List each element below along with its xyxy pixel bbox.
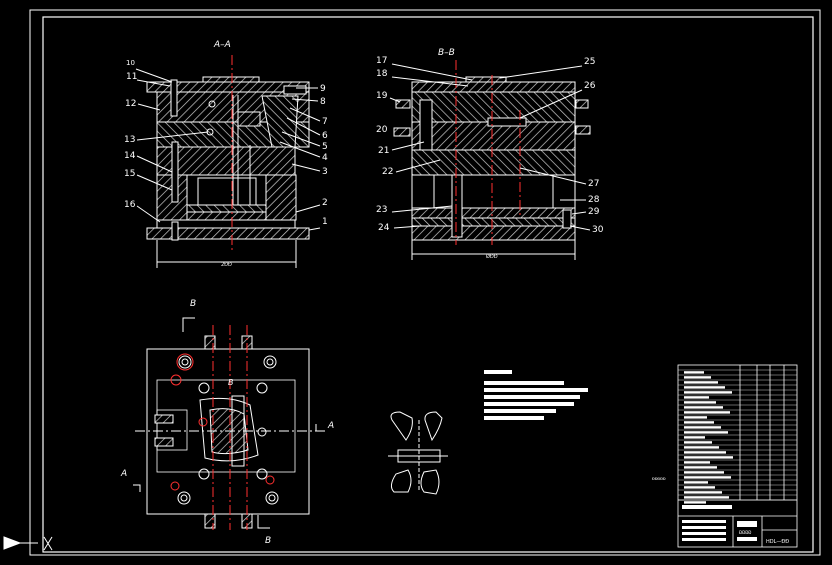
parts-list-entry xyxy=(684,386,725,389)
callout-30: 30 xyxy=(592,225,604,235)
callout-3: 3 xyxy=(322,167,328,177)
parts-list-entry xyxy=(684,446,719,449)
callout-9: 9 xyxy=(320,84,326,94)
callout-19: 19 xyxy=(376,91,388,101)
parts-list-entry xyxy=(684,491,722,494)
callout-27: 27 xyxy=(588,179,599,189)
callout-2: 2 xyxy=(322,198,328,208)
parts-list-entry xyxy=(684,441,712,444)
section-mark-a-right: A xyxy=(327,421,334,431)
parts-list-rows xyxy=(678,369,797,504)
callout-14: 14 xyxy=(124,151,136,161)
parts-list-entry xyxy=(684,456,733,459)
parts-list-entry xyxy=(684,431,728,434)
parts-list-entry xyxy=(684,421,714,424)
dimension-b: ØÐÐ xyxy=(486,253,498,260)
parts-list-entry xyxy=(684,436,705,439)
section-a-a: A–A xyxy=(146,40,310,268)
title-block-label: ÐÐÐÐ xyxy=(739,530,751,535)
parts-list-entry xyxy=(684,406,723,409)
parts-list-entry xyxy=(684,461,710,464)
callout-1: 1 xyxy=(322,217,328,227)
part-sketch xyxy=(388,411,448,495)
parts-list-entry xyxy=(684,481,708,484)
parts-list-entry xyxy=(684,466,717,469)
callout-20: 20 xyxy=(376,125,388,135)
callout-8: 8 xyxy=(320,97,326,107)
callouts-a: 10 11 12 13 14 15 16 9 8 7 6 5 4 3 2 1 xyxy=(124,59,328,231)
title-block-fills xyxy=(682,505,757,541)
callout-29: 29 xyxy=(588,207,600,217)
parts-list-entry xyxy=(684,381,718,384)
callout-15: 15 xyxy=(124,169,135,179)
section-mark-b-top: B xyxy=(190,299,196,309)
parts-list-entry xyxy=(684,486,715,489)
title-block-code: HDL—ÐÐ xyxy=(766,539,789,545)
technical-notes xyxy=(484,370,588,420)
parts-list-entry xyxy=(684,416,707,419)
callout-13: 13 xyxy=(124,135,135,145)
parts-list-entry xyxy=(684,426,721,429)
callout-12: 12 xyxy=(125,99,136,109)
parts-list-entry xyxy=(684,476,731,479)
callout-11: 11 xyxy=(126,72,137,82)
section-a-title: A–A xyxy=(213,40,231,50)
inner-frame xyxy=(42,16,814,553)
callout-10: 10 xyxy=(126,59,135,67)
callout-24: 24 xyxy=(378,223,390,233)
callout-16: 16 xyxy=(124,200,136,210)
parts-list-entry xyxy=(684,471,724,474)
section-mark-b-bottom: B xyxy=(265,536,271,546)
parts-list-entry xyxy=(684,376,711,379)
plan-view: B B A A B xyxy=(120,299,334,546)
parts-list-entry xyxy=(684,371,704,374)
callout-21: 21 xyxy=(378,146,389,156)
ucs-icon xyxy=(3,536,53,551)
outer-frame xyxy=(29,9,821,556)
parts-list-entry xyxy=(684,496,729,499)
callout-17: 17 xyxy=(376,56,387,66)
parts-list-entry xyxy=(684,396,709,399)
callout-28: 28 xyxy=(588,195,600,205)
callout-4: 4 xyxy=(322,153,328,163)
parts-list-entry xyxy=(684,411,730,414)
callout-26: 26 xyxy=(584,81,596,91)
side-note: ÐÐÐÐÐ xyxy=(652,477,666,481)
callout-5: 5 xyxy=(322,142,328,152)
parts-list-entry xyxy=(684,451,726,454)
parts-list-entry xyxy=(684,501,706,504)
callout-25: 25 xyxy=(584,57,595,67)
section-b-title: B–B xyxy=(438,48,455,58)
section-b-b: B–B ØÐÐ xyxy=(393,48,591,260)
parts-list-entry xyxy=(684,401,716,404)
callout-22: 22 xyxy=(382,167,393,177)
callout-6: 6 xyxy=(322,131,328,141)
callout-18: 18 xyxy=(376,69,388,79)
section-mark-b-center: B xyxy=(228,378,234,387)
callout-23: 23 xyxy=(376,205,387,215)
parts-list-entry xyxy=(684,391,732,394)
section-mark-a-left: A xyxy=(120,469,127,479)
callouts-b: 17 18 19 20 21 22 23 24 25 26 27 28 29 3… xyxy=(376,56,604,235)
dimension-a: 2ÐÐ xyxy=(221,262,232,268)
callout-7: 7 xyxy=(322,117,328,127)
